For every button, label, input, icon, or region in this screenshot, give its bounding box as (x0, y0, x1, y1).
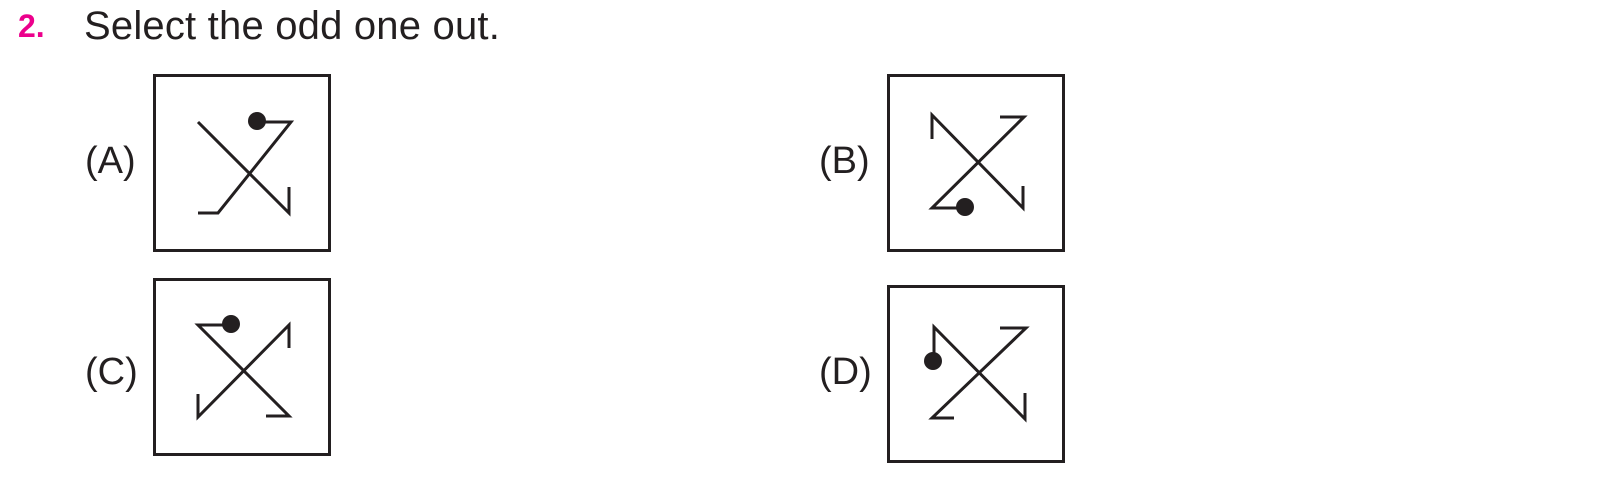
question-header: 2. Select the odd one out. (18, 2, 500, 50)
option-a-figure[interactable] (153, 74, 331, 252)
option-c-label: (C) (85, 351, 138, 393)
option-b-figure[interactable] (887, 74, 1065, 252)
question-number: 2. (18, 7, 45, 44)
option-d-label: (D) (819, 351, 872, 393)
option-a-label: (A) (85, 140, 136, 182)
option-d-figure[interactable] (887, 285, 1065, 463)
option-a-symbol (196, 112, 295, 217)
option-b-symbol (928, 111, 1028, 216)
option-b-label: (B) (819, 140, 870, 182)
question-text: Select the odd one out. (84, 3, 501, 48)
option-c-figure[interactable] (153, 278, 331, 456)
option-d-symbol (924, 323, 1030, 423)
option-c-symbol (194, 315, 293, 421)
